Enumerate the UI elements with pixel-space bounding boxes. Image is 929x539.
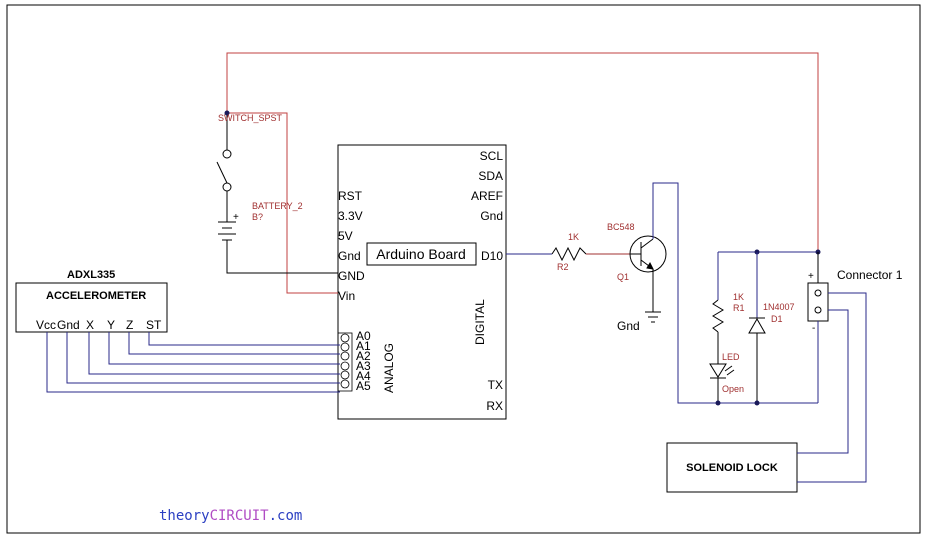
battery-label: BATTERY_2 [252,201,303,211]
pin-vin: Vin [338,289,355,303]
pin-a5: A5 [356,379,371,393]
connector-label: Connector 1 [837,268,903,282]
solenoid-lock: SOLENOID LOCK [666,442,798,493]
accel-pin-z: Z [126,318,133,332]
pin-scl: SCL [480,149,504,163]
transistor-q1 [629,235,667,273]
transistor-ref: Q1 [617,272,629,282]
accel-pin-x: X [86,318,94,332]
accelerometer-name: ACCELEROMETER [46,290,146,302]
diagram-frame [6,4,921,534]
pin-5v: 5V [338,229,353,243]
transistor-part: BC548 [607,222,635,232]
pin-d10: D10 [481,249,503,263]
pin-a3: A3 [356,359,371,373]
solenoid-label: SOLENOID LOCK [686,462,778,474]
battery-ref: B? [252,212,263,222]
pin-gnd-3: Gnd [480,209,503,223]
r2-value: 1K [568,232,579,242]
power-wire-top [226,52,819,252]
watermark-highlight: CIRCUIT [210,508,270,524]
pin-gnd-1: Gnd [338,249,361,263]
led-label: LED [722,352,740,362]
accel-pin-gnd: Gnd [57,318,80,332]
pin-rst: RST [338,189,363,203]
r2-ref: R2 [557,262,569,272]
watermark-prefix: theory [159,508,210,524]
connector-plus: + [808,271,814,282]
pin-tx: TX [488,378,503,392]
digital-label: DIGITAL [473,299,487,345]
arduino-title: Arduino Board [376,246,466,262]
resistor-r2 [551,246,587,262]
diode-part: 1N4007 [763,302,795,312]
watermark-suffix: .com [269,508,303,524]
solenoid-wire-1 [797,292,867,483]
led [709,363,735,403]
pin-a2: A2 [356,349,371,363]
switch [216,110,232,212]
accel-pin-st: ST [146,318,162,332]
arduino-title-box [366,242,477,266]
ground-label: Gnd [617,319,640,333]
pin-a4: A4 [356,369,371,383]
accelerometer: ADXL335 ACCELEROMETER Vcc Gnd X Y Z ST [15,269,168,333]
led-state: Open [722,384,744,394]
pin-gnd-2: GND [338,269,365,283]
r1-ref: R1 [733,303,745,313]
diode-ref: D1 [771,314,783,324]
accel-pin-y: Y [107,318,115,332]
accelerometer-part: ADXL335 [67,269,115,281]
resistor-r1 [712,299,724,333]
ground-symbol [645,311,661,323]
analog-connectors [337,332,353,392]
accelerometer-wires [46,332,340,393]
accel-pin-vcc: Vcc [36,318,56,332]
connector-minus: - [812,323,815,334]
solenoid-wire-2 [797,309,849,454]
switch-to-vin-wire [227,112,338,294]
connector-1 [807,252,829,403]
collector-wire [652,182,818,404]
pin-aref: AREF [471,189,503,203]
battery-plus: + [233,212,239,223]
analog-label: ANALOG [382,343,396,393]
pin-sda: SDA [478,169,503,183]
pin-a0: A0 [356,329,371,343]
arduino-board: Arduino Board RST 3.3V 5V Gnd GND Vin SC… [337,144,507,420]
switch-label: SWITCH_SPST [218,113,283,123]
pin-a1: A1 [356,339,371,353]
pin-3v3: 3.3V [338,209,363,223]
diode-d1 [748,317,766,334]
r1-value: 1K [733,292,744,302]
watermark: theoryCIRCUIT.com [159,508,302,524]
battery [218,212,338,274]
pin-rx: RX [486,399,503,413]
